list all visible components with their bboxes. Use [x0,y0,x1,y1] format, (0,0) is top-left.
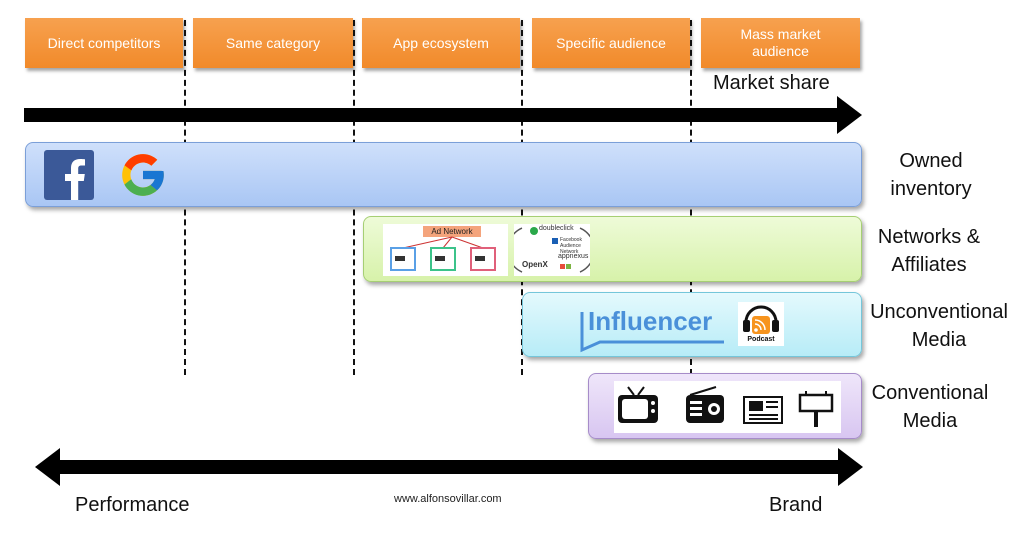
market-share-arrow [24,96,862,134]
segment-mass-market-audience: Mass market audience [701,18,860,68]
conventional-media-icons [614,381,841,433]
doubleclick-logo: doubleclick [539,225,574,232]
openx-logo: OpenX [522,260,548,269]
owned-inventory-band [25,142,862,207]
billboard-icon [798,391,834,427]
row-label-unconventional-media: Unconventional Media [870,301,1008,351]
segment-app-ecosystem: App ecosystem [362,18,520,68]
credit-text: www.alfonsovillar.com [394,493,502,505]
facebook-audience-network-logo: Facebook Audience Network [560,237,582,255]
segment-specific-audience: Specific audience [532,18,690,68]
unconventional-media-band [522,292,862,357]
segment-direct-competitors: Direct competitors [25,18,183,68]
row-label-conventional-media: Conventional Media [871,382,989,432]
ad-network-label: Ad Network [431,227,473,236]
podcast-icon: Podcast [738,302,784,346]
tv-icon [618,386,658,423]
influencer-logo: Influencer [578,306,728,356]
row-label-owned-inventory: Owned inventory [890,150,972,200]
brand-label: Brand [769,494,823,516]
ad-network-diagram: Ad Network [383,224,508,276]
performance-label: Performance [75,494,190,516]
appnexus-logo: appnexus [558,253,589,260]
ad-partners-logos: doubleclick OpenX Facebook Audience Netw… [514,224,590,276]
radio-icon [686,386,724,423]
google-icon [122,154,164,196]
segment-same-category: Same category [193,18,353,68]
podcast-label: Podcast [747,336,775,343]
row-label-networks-affiliates: Networks & Affiliates [877,226,981,276]
market-share-label: Market share [713,72,830,94]
facebook-icon [44,150,94,200]
newspaper-icon [743,396,783,424]
performance-brand-arrow [35,448,863,486]
